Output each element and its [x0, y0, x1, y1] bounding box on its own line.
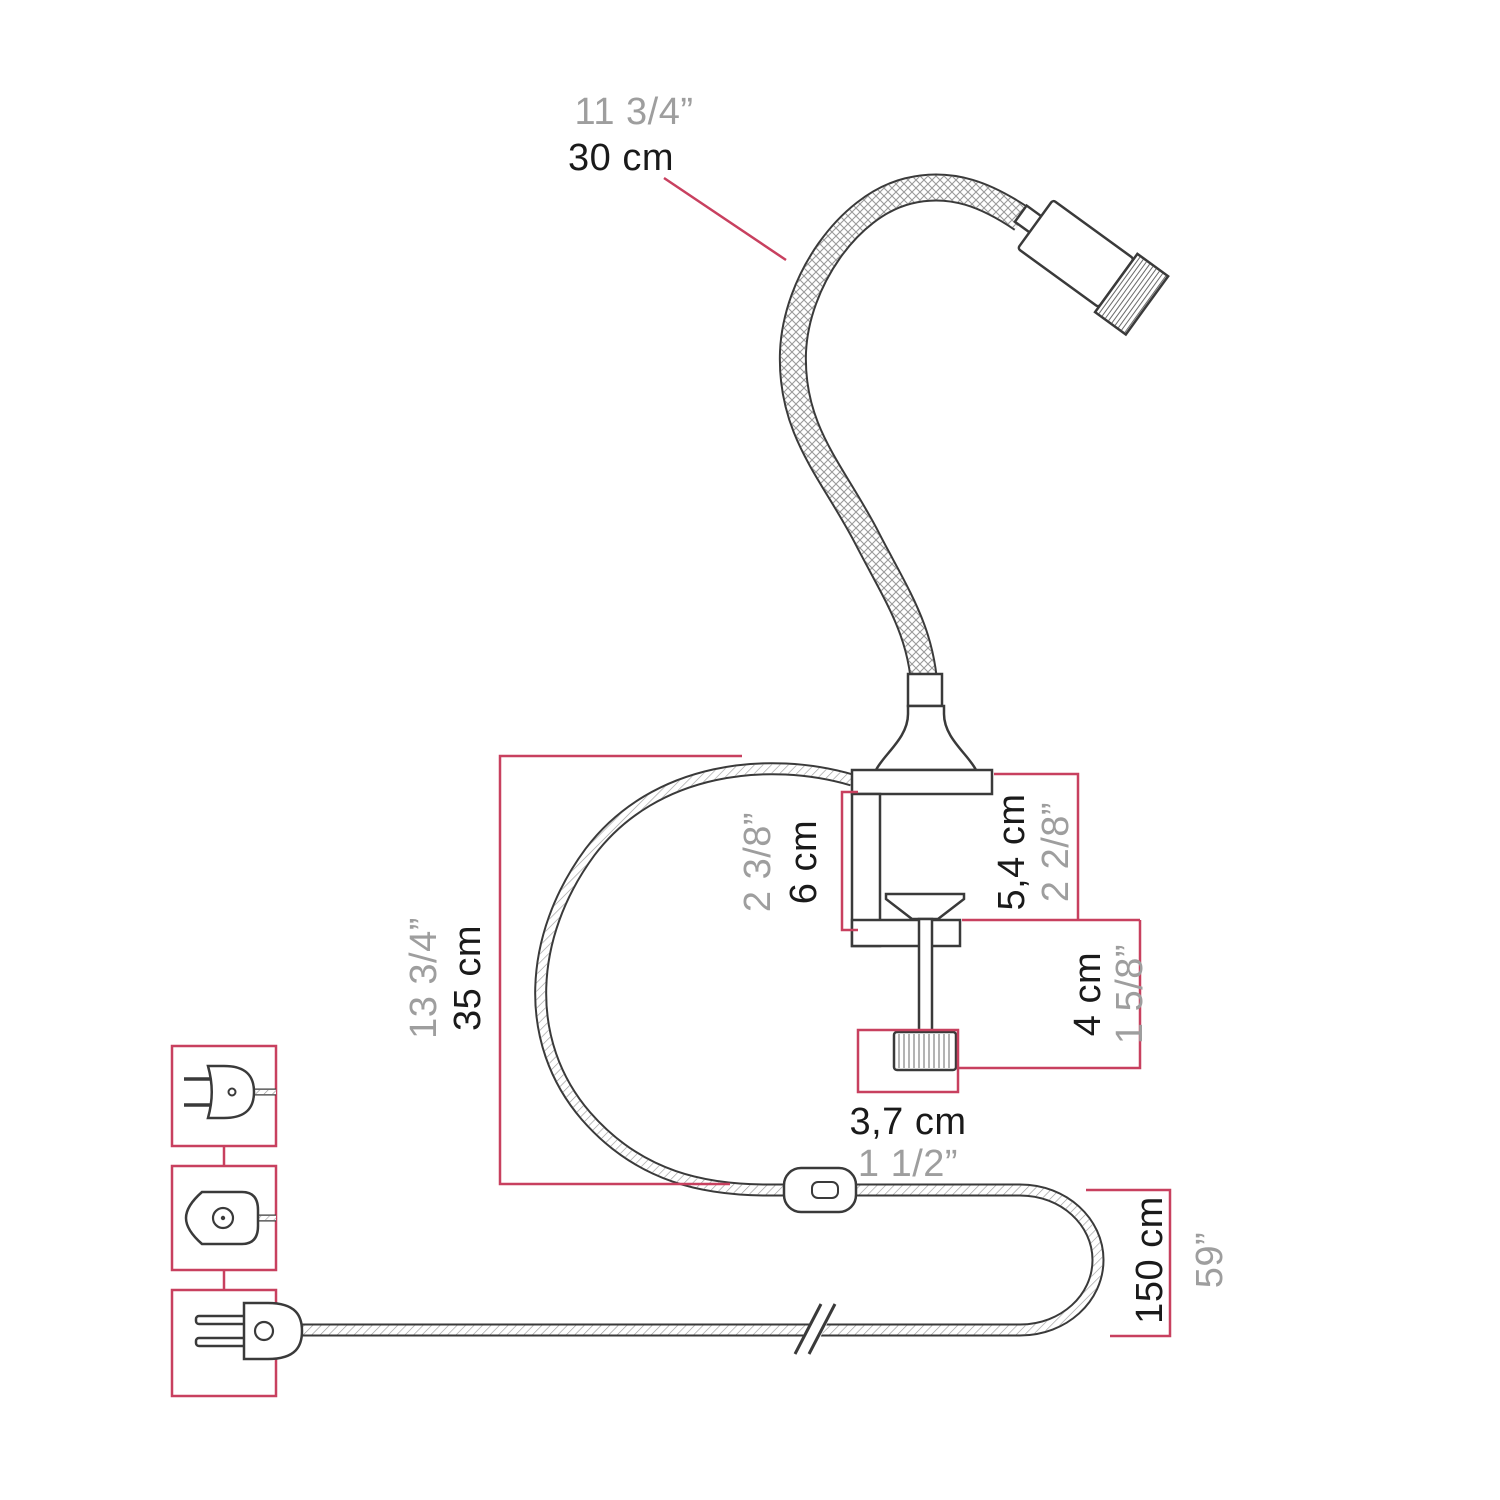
funnel-joint — [873, 704, 979, 772]
clamp-opening-dimension — [840, 790, 858, 932]
clamp-opening-metric-label: 6 cm — [783, 820, 825, 904]
knob-width-metric-label: 3,7 cm — [849, 1101, 966, 1143]
screw-length-metric-label: 4 cm — [1067, 952, 1109, 1036]
inline-switch — [782, 1166, 858, 1214]
plug-options — [170, 1044, 304, 1398]
clamp-screw-shaft — [917, 917, 934, 1034]
clamp-knob — [892, 1030, 958, 1072]
euro-plug-icon — [184, 1064, 276, 1120]
knurled-cap — [1093, 252, 1170, 337]
screw-length-imperial-label: 1 5/8” — [1109, 944, 1151, 1044]
cord-length-metric-label: 150 cm — [1129, 1196, 1171, 1324]
cable-sleeve — [906, 672, 944, 708]
clamp-height-imperial-label: 2 2/8” — [1035, 802, 1077, 902]
cord-length-dimension — [1086, 1188, 1172, 1338]
flex-arm-metric-label: 30 cm — [568, 137, 674, 179]
table-clamp — [850, 768, 994, 1072]
cord-length-imperial-label: 59” — [1189, 1232, 1231, 1288]
clamp-pad — [884, 892, 966, 921]
cable-drop-dimension — [498, 754, 742, 1186]
knob-width-dimension — [856, 1028, 960, 1094]
knob-width-imperial-label: 1 1/2” — [858, 1143, 958, 1185]
dimension-lines — [498, 176, 1172, 1338]
cable-drop-imperial-label: 13 3/4” — [403, 917, 445, 1039]
power-cord — [298, 769, 1098, 1330]
clamp-height-metric-label: 5,4 cm — [991, 793, 1033, 910]
gooseneck-arm — [793, 187, 1022, 702]
flex-arm-imperial-label: 11 3/4” — [575, 91, 694, 133]
cable-drop-metric-label: 35 cm — [447, 925, 489, 1031]
uk-plug-icon — [184, 1190, 276, 1246]
clamp-opening-imperial-label: 2 3/8” — [737, 812, 779, 912]
clamp-bottom-arm — [850, 918, 962, 948]
clamp-top-plate — [850, 768, 994, 796]
us-plug-icon — [194, 1301, 304, 1361]
dimension-labels: 11 3/4” 30 cm 13 3/4” 35 cm 2 3/8” 6 cm … — [403, 91, 1231, 1324]
flex-arm-leader-line — [663, 176, 787, 262]
spotlight-head — [1013, 199, 1170, 337]
clamp-height-dimension — [994, 772, 1080, 920]
screw-length-dimension — [958, 920, 1142, 1070]
cord-break-mark — [793, 1303, 837, 1356]
